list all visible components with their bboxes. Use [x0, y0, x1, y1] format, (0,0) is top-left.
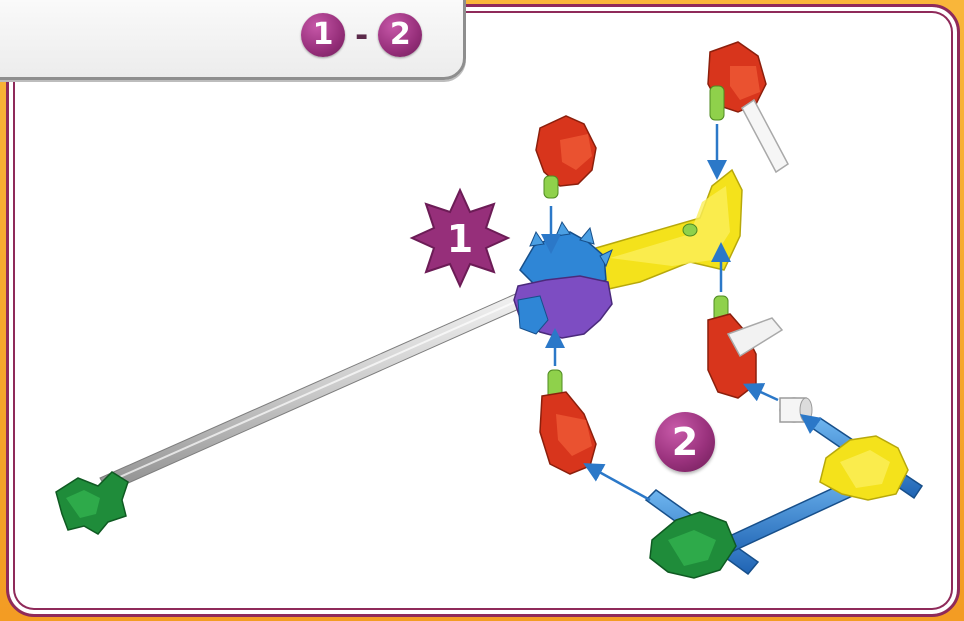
red-connector-lower-middle	[540, 370, 596, 474]
step-1-callout: 1	[447, 217, 473, 261]
arrow-icon	[592, 468, 650, 500]
step-2-callout: 2	[655, 412, 715, 472]
green-connector-bottom	[650, 512, 736, 578]
blue-purple-hub-connector	[514, 222, 612, 338]
long-gray-rod	[100, 292, 530, 492]
red-connector-right-middle	[708, 296, 782, 398]
white-spacer	[780, 398, 812, 422]
arrow-icon	[808, 420, 816, 426]
red-connector-upper-left	[536, 116, 596, 198]
starburst-badge-icon: 1	[412, 190, 508, 286]
yellow-connector-top	[592, 170, 742, 290]
green-end-connector	[56, 472, 128, 534]
arrow-icon	[752, 388, 778, 400]
red-connector-top-right	[708, 42, 788, 172]
